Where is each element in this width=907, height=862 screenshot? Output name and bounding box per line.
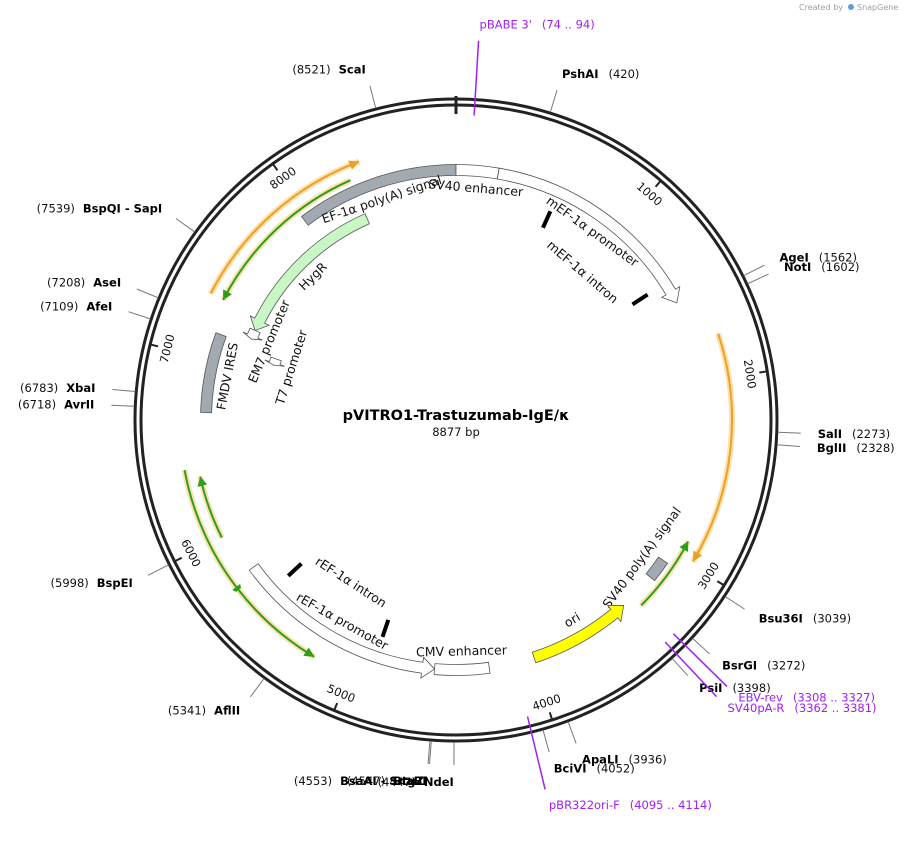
site-label-bsaai: (4553)BsaAI - SnaBI <box>294 774 427 788</box>
site-bspei[interactable]: (5998)BspEI <box>51 564 169 590</box>
primer-pbabe3[interactable]: pBABE 3'(74 .. 94) <box>473 18 595 116</box>
tick-5000 <box>333 702 339 711</box>
site-label-bcivi: BciVI(4052) <box>554 762 635 776</box>
site-label-noti: NotI(1602) <box>784 260 860 274</box>
tick-label-8000: 8000 <box>267 164 299 192</box>
orf-orf-f <box>197 475 225 539</box>
tick-label-1000: 1000 <box>634 179 665 209</box>
site-bglii[interactable]: BglII(2328) <box>777 441 895 455</box>
primer-pbr322ori[interactable]: pBR322ori-F(4095 .. 4114) <box>526 716 712 812</box>
primer-layer: pBABE 3'(74 .. 94)EBV-rev(3308 .. 3327)S… <box>473 18 877 812</box>
feature-hygr[interactable]: HygR <box>249 213 370 331</box>
tick-1000 <box>654 180 662 188</box>
site-bspqi[interactable]: (7539)BspQI - SapI <box>37 202 195 233</box>
orf-orf-a <box>207 158 361 295</box>
site-label-scai: (8521)ScaI <box>292 62 365 76</box>
primer-label-pbabe3: pBABE 3'(74 .. 94) <box>480 18 595 32</box>
site-btgzi[interactable]: (4547)BtgZI <box>347 741 432 788</box>
tick-4000 <box>548 712 554 721</box>
site-label-bspqi: (7539)BspQI - SapI <box>37 202 162 216</box>
orf-orf-c <box>690 332 735 564</box>
site-afei[interactable]: (7109)AfeI <box>40 299 151 320</box>
feature-ori[interactable]: ori <box>531 604 625 664</box>
site-label-bspei: (5998)BspEI <box>51 576 133 590</box>
credit-brand: SnapGene <box>857 3 898 12</box>
credit-prefix: Created by <box>799 3 843 12</box>
plasmid-name: pVITRO1-Trastuzumab-IgE/κ <box>343 408 570 424</box>
site-label-sali: SalI(2273) <box>818 427 891 441</box>
site-label-bglii: BglII(2328) <box>817 441 895 455</box>
orf-orf-e <box>181 469 245 597</box>
site-label-pshai: PshAI(420) <box>562 67 639 81</box>
tick-label-3000: 3000 <box>695 560 722 592</box>
tick-label-6000: 6000 <box>178 537 204 569</box>
site-bsaai[interactable]: (4553)BsaAI - SnaBI <box>294 740 431 788</box>
site-scai[interactable]: (8521)ScaI <box>292 62 377 109</box>
orf-orf-d <box>638 540 691 608</box>
snapgene-logo-icon <box>848 4 854 10</box>
site-label-btgzi: (4547)BtgZI <box>347 774 428 788</box>
site-noti[interactable]: NotI(1602) <box>747 260 860 285</box>
site-pshai[interactable]: PshAI(420) <box>549 67 639 113</box>
site-avrii[interactable]: (6718)AvrII <box>18 398 135 412</box>
tick-label-2000: 2000 <box>741 358 759 389</box>
site-label-ndei: (4447)NdeI <box>378 775 454 789</box>
site-label-asei: (7208)AseI <box>47 276 121 290</box>
site-aflii[interactable]: (5341)AflII <box>168 678 265 718</box>
site-label-aflii: (5341)AflII <box>168 704 240 718</box>
orf-layer <box>181 158 735 660</box>
site-label-bsrgi: BsrGI(3272) <box>722 658 805 672</box>
primer-label-sv40par: SV40pA-R(3362 .. 3381) <box>728 701 877 715</box>
site-asei[interactable]: (7208)AseI <box>47 276 159 299</box>
site-bcivi[interactable]: BciVI(4052) <box>542 729 635 776</box>
tick-8000 <box>271 163 279 171</box>
tick-label-5000: 5000 <box>325 681 357 705</box>
feature-sv40-polya[interactable]: SV40 poly(A) signal <box>599 504 684 611</box>
orf-orf-b <box>220 177 352 302</box>
site-sali[interactable]: SalI(2273) <box>777 427 891 441</box>
feature-fmdv-ires[interactable]: FMDV IRES <box>200 332 241 414</box>
primer-label-pbr322ori: pBR322ori-F(4095 .. 4114) <box>549 798 712 812</box>
site-bsu36i[interactable]: Bsu36I(3039) <box>725 596 851 626</box>
site-bsrgi[interactable]: BsrGI(3272) <box>692 637 806 672</box>
tick-label-7000: 7000 <box>157 333 178 365</box>
primer-ebvrev[interactable]: EBV-rev(3308 .. 3327) <box>672 633 875 705</box>
site-agei[interactable]: AgeI(1562) <box>743 251 857 276</box>
feature-label-cmv-enh: CMV enhancer <box>416 642 508 659</box>
orf-orf-g <box>236 588 316 660</box>
feature-label-sv40-polya: SV40 poly(A) signal <box>599 504 684 611</box>
tick-2000 <box>759 370 768 374</box>
site-label-bsu36i: Bsu36I(3039) <box>759 611 851 625</box>
tick-7000 <box>149 343 159 348</box>
tick-6000 <box>174 556 183 563</box>
site-apali[interactable]: ApaLI(3936) <box>567 721 667 766</box>
site-label-apali: ApaLI(3936) <box>582 752 667 766</box>
tick-label-4000: 4000 <box>530 691 562 713</box>
feature-label-ori: ori <box>561 609 583 630</box>
site-label-agei: AgeI(1562) <box>780 251 857 265</box>
plasmid-size: 8877 bp <box>432 425 480 439</box>
feature-cmv-enh[interactable]: CMV enhancer <box>416 642 508 676</box>
site-label-afei: (7109)AfeI <box>40 299 112 313</box>
primer-label-ebvrev: EBV-rev(3308 .. 3327) <box>738 691 875 705</box>
site-ndei[interactable]: (4447)NdeI <box>378 741 455 789</box>
site-label-xbai: (6783)XbaI <box>20 381 95 395</box>
site-xbai[interactable]: (6783)XbaI <box>20 381 136 395</box>
site-layer: (8521)ScaI PshAI(420) AgeI(1562)NotI(1602)… <box>18 62 895 789</box>
tick-3000 <box>716 580 725 587</box>
primer-sv40par[interactable]: SV40pA-R(3362 .. 3381) <box>664 641 877 715</box>
site-label-avrii: (6718)AvrII <box>18 398 94 412</box>
